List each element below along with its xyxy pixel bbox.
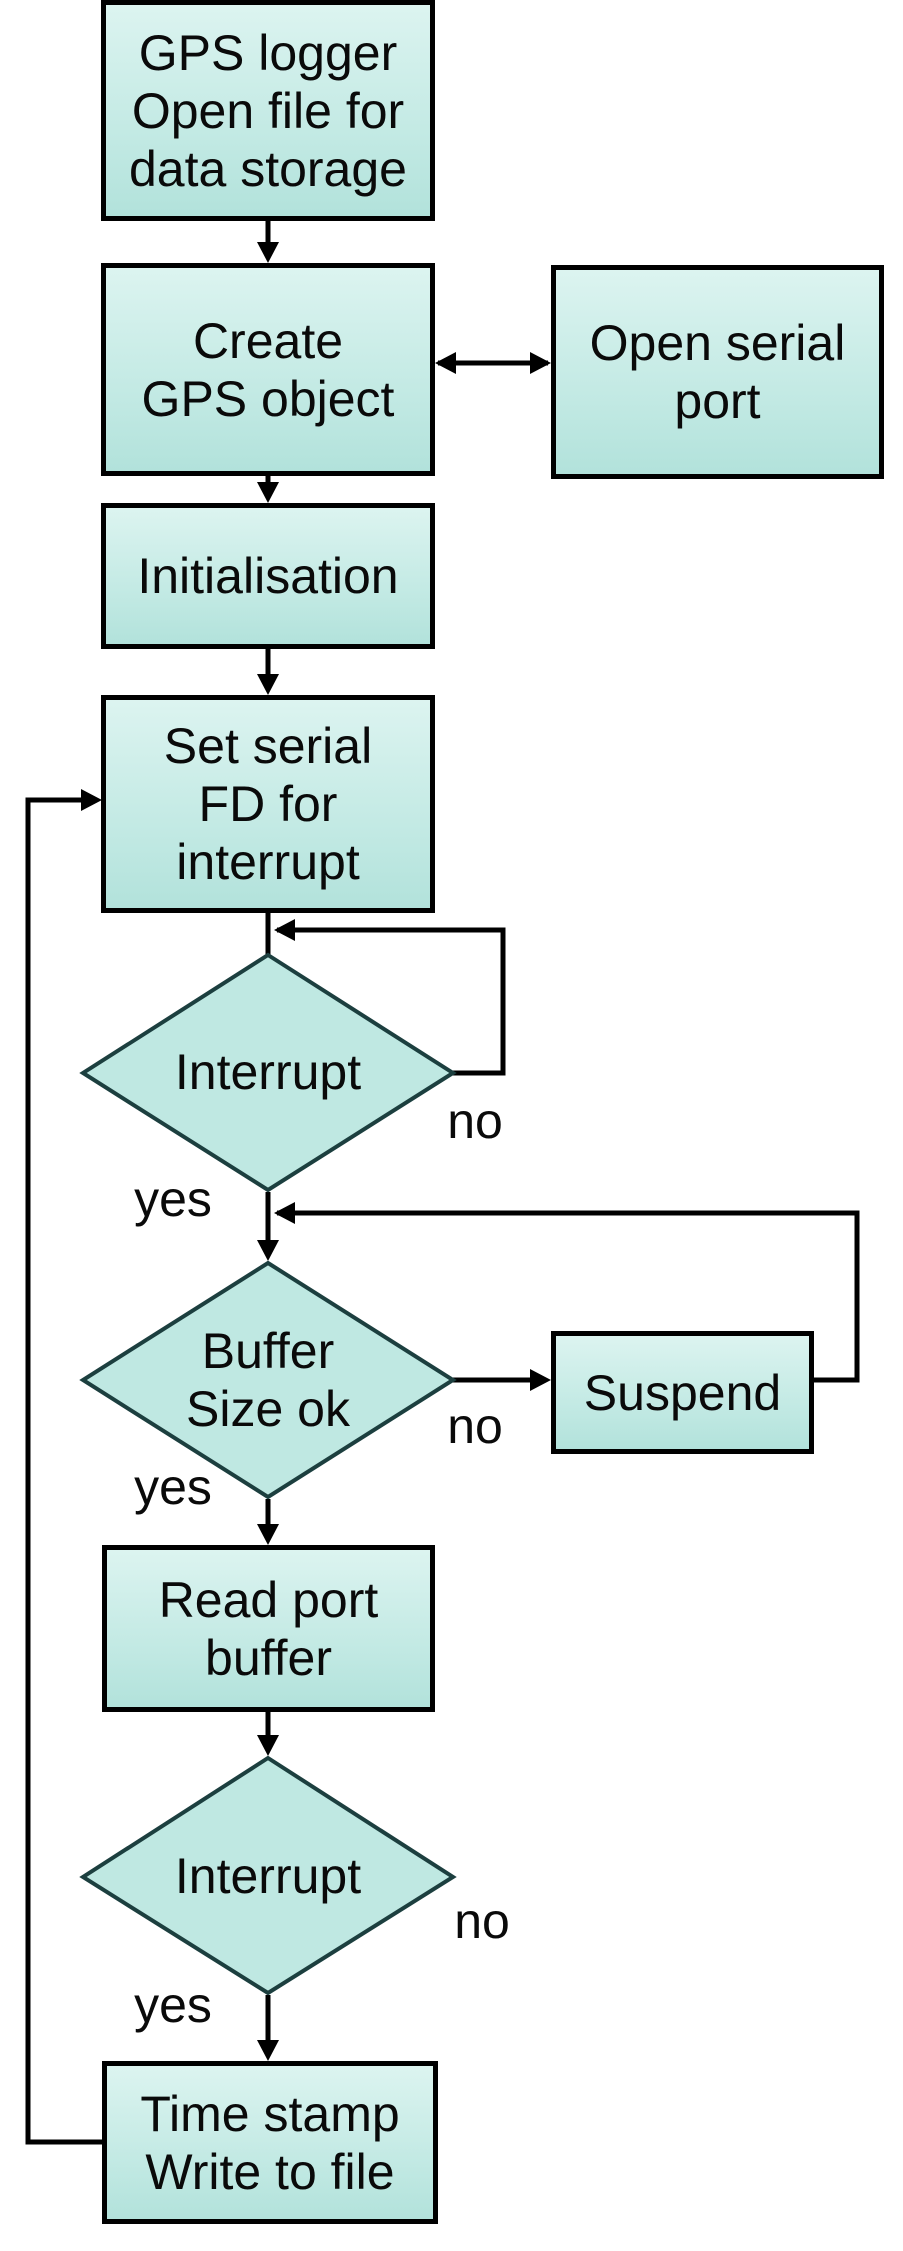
decision-interrupt-2-shape [79,1755,457,1996]
arrowhead-down-timestamp [257,2040,279,2061]
edge-label-buffer-size-yes: yes [134,1459,212,1515]
decision-buffer-size-label: Buffer Size ok [118,1322,418,1438]
node-open-serial-port: Open serial port [551,265,884,479]
node-time-stamp: Time stamp Write to file [102,2061,438,2224]
edge-label-buffer-size-no: no [447,1398,503,1454]
arrowhead-left-create [435,352,456,374]
edge-label-interrupt-2-yes: yes [134,1977,212,2033]
node-label-line: Suspend [583,1364,782,1421]
arrowhead-down-create [257,242,279,263]
node-initialisation: Initialisation [101,503,435,649]
node-label-line: Interrupt [174,1044,362,1100]
node-label-line: Create [192,312,344,369]
arrowhead-right-openserial [530,352,551,374]
node-label-line: Buffer [201,1323,335,1379]
arrowhead-down-interrupt2 [257,1735,279,1756]
decision-interrupt-1-shape [79,952,457,1193]
node-label-line: Initialisation [137,548,399,604]
arrowhead-down-init [257,482,279,503]
edge-label-interrupt-2-no: no [454,1893,510,1949]
connector-suspend-loop [277,1210,860,1383]
arrowhead-down-readport [257,1524,279,1545]
node-label-line: Interrupt [174,1848,362,1904]
node-label-line: Time stamp [140,2085,400,2142]
node-label-line: port [674,373,761,429]
arrowhead-right-suspend [530,1369,551,1391]
edge-label-interrupt-1-no: no [447,1093,503,1149]
node-label-line: interrupt [176,834,360,890]
node-label-line: Write to file [145,2143,395,2200]
edge-label-interrupt-1-yes: yes [134,1171,212,1227]
decision-interrupt-1-label: Interrupt [118,1042,418,1102]
decision-buffer-size-shape [79,1260,457,1500]
arrowhead-left-no-loop1 [274,919,295,941]
node-create-gps-object: Create GPS object [101,263,435,476]
decision-interrupt-2-label: Interrupt [118,1846,418,1906]
node-label-line: Open file for [131,82,405,139]
arrowhead-down-buffersize [257,1240,279,1261]
node-label-line: data storage [129,140,407,197]
node-label-line: Set serial [163,718,373,774]
node-label-line: GPS object [141,370,395,427]
node-read-port-buffer: Read port buffer [102,1545,435,1712]
node-label-line: FD for [198,776,338,832]
node-label-line: Open serial [589,315,846,371]
node-set-serial-fd: Set serial FD for interrupt [101,695,435,913]
arrowhead-right-loopback [81,789,102,811]
connector-interrupt1-no-loop [277,927,506,1076]
arrowhead-down-setserial [257,674,279,695]
node-label-line: Read port [158,1571,379,1628]
node-suspend: Suspend [551,1331,814,1454]
connector-timestamp-loopback [25,797,104,2145]
node-label-line: buffer [205,1629,332,1686]
node-label-line: Size ok [186,1381,350,1437]
node-gps-logger: GPS logger Open file for data storage [101,0,435,221]
node-label-line: GPS logger [138,24,398,81]
arrowhead-left-suspend-loop [274,1202,295,1224]
